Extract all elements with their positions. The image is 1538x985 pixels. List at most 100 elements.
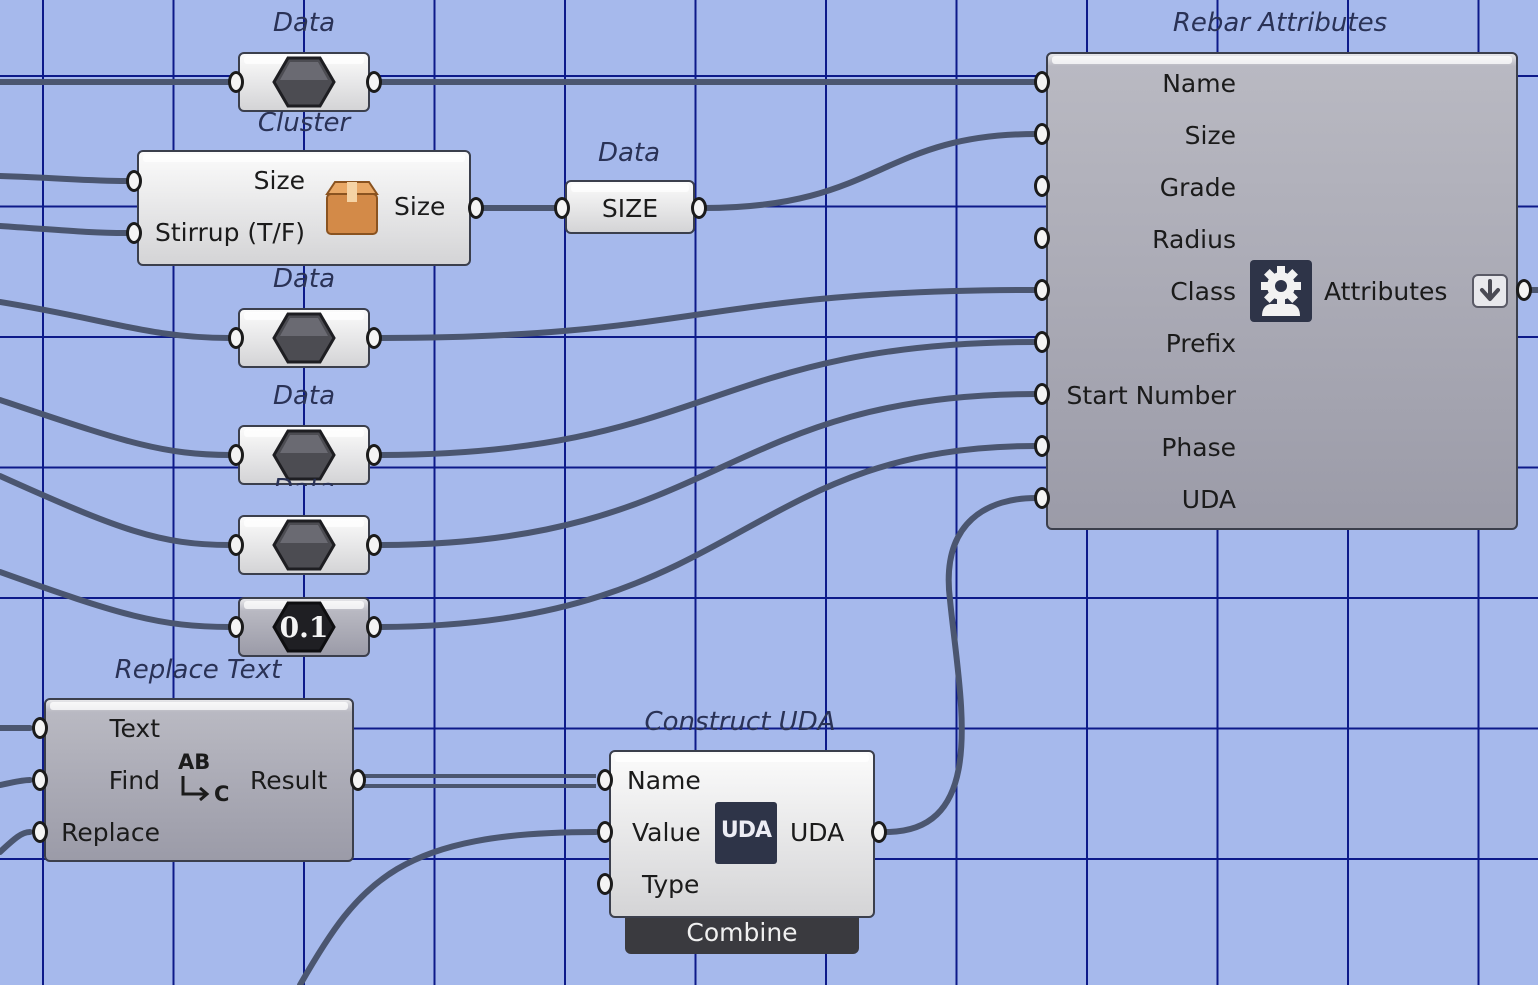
cluster-input-size-label: Size — [253, 166, 305, 195]
data-param-3-title: Data — [272, 381, 336, 411]
data-param-1[interactable] — [238, 52, 370, 112]
replace-output-result-port[interactable] — [350, 769, 366, 791]
rebar-input-radius-port[interactable] — [1034, 227, 1050, 249]
rebar-output-attributes-label: Attributes — [1324, 277, 1448, 306]
data-param-3-output-port[interactable] — [366, 444, 382, 466]
hexagon-icon — [272, 429, 336, 481]
rebar-input-grade-port[interactable] — [1034, 175, 1050, 197]
wire-in-data3 — [0, 397, 233, 458]
data-size-title: Data — [597, 138, 661, 168]
rebar-input-phase-port[interactable] — [1034, 435, 1050, 457]
wire-uda-rebar — [883, 495, 1039, 835]
data-param-1-title: Data — [272, 8, 336, 38]
cluster-input-size-port[interactable] — [126, 170, 142, 192]
rebar-input-class-label: Class — [1170, 277, 1236, 306]
hexagon-icon — [272, 56, 336, 108]
data-size-output-port[interactable] — [691, 197, 707, 219]
wire-in-find — [0, 777, 33, 788]
rebar-input-class-port[interactable] — [1034, 279, 1050, 301]
data-param-2[interactable] — [238, 308, 370, 368]
data-size-input-port[interactable] — [554, 197, 570, 219]
cluster-output-size-port[interactable] — [468, 197, 484, 219]
wire-in-value — [297, 829, 599, 985]
replace-output-result-label: Result — [250, 766, 328, 795]
rebar-input-size-port[interactable] — [1034, 123, 1050, 145]
data-param-3[interactable] — [238, 425, 370, 485]
replace-input-text-port[interactable] — [32, 717, 48, 739]
construct-uda-title: Construct UDA — [644, 707, 836, 737]
hexagon-icon — [272, 519, 336, 571]
cluster-title: Cluster — [257, 108, 351, 138]
wire-in-replace — [0, 829, 33, 855]
wire-data2-class — [375, 287, 1039, 341]
number-hexagon-icon: 0.1 — [272, 601, 336, 653]
number-param-input-port[interactable] — [228, 616, 244, 638]
uda-input-type-label: Type — [642, 870, 700, 899]
construct-uda-node[interactable]: Name Value Type UDA UDA — [609, 750, 875, 918]
data-param-2-input-port[interactable] — [228, 327, 244, 349]
wire-in-data4 — [0, 473, 233, 548]
replace-input-find-label: Find — [108, 766, 160, 795]
data-param-2-output-port[interactable] — [366, 327, 382, 349]
data-param-1-input-port[interactable] — [228, 71, 244, 93]
rebar-input-radius-label: Radius — [1152, 225, 1236, 254]
wire-in-number — [0, 569, 233, 630]
wire-in-cluster-size — [0, 173, 129, 184]
arrow-down-icon[interactable] — [1472, 274, 1508, 308]
rebar-input-grade-label: Grade — [1159, 173, 1236, 202]
cluster-input-stirrup-label: Stirrup (T/F) — [155, 218, 305, 247]
replace-input-replace-port[interactable] — [32, 821, 48, 843]
rebar-output-attributes-port[interactable] — [1516, 279, 1532, 301]
data-size-value: SIZE — [601, 194, 659, 223]
cluster-node[interactable]: Size Stirrup (T/F) Size — [137, 150, 471, 266]
replace-text-node[interactable]: Text Find Replace AB C Result — [44, 698, 354, 862]
uda-input-value-label: Value — [632, 818, 701, 847]
uda-icon: UDA — [715, 802, 777, 864]
rebar-input-prefix-label: Prefix — [1165, 329, 1236, 358]
number-param-output-port[interactable] — [366, 616, 382, 638]
replace-text-icon: AB C — [176, 750, 236, 810]
rebar-input-name-port[interactable] — [1034, 71, 1050, 93]
replace-icon-ab: AB — [178, 750, 211, 774]
construct-uda-mode-combine[interactable]: Combine — [625, 914, 859, 954]
uda-input-name-label: Name — [627, 766, 701, 795]
replace-arrow-icon — [181, 776, 210, 802]
uda-output-port[interactable] — [871, 821, 887, 843]
rebar-input-uda-port[interactable] — [1034, 487, 1050, 509]
uda-input-value-port[interactable] — [597, 821, 613, 843]
gear-person-icon — [1250, 260, 1312, 322]
data-size-param[interactable]: SIZE — [565, 180, 695, 234]
data-param-4-output-port[interactable] — [366, 534, 382, 556]
rebar-input-size-label: Size — [1184, 121, 1236, 150]
number-param[interactable]: 0.1 — [238, 597, 370, 657]
wire-in-data2 — [0, 299, 233, 341]
wire-in-cluster-stirrup — [0, 223, 129, 236]
rebar-input-uda-label: UDA — [1181, 485, 1236, 514]
wire-data3-prefix — [375, 339, 1039, 458]
data-param-4-title: Data — [272, 474, 336, 504]
data-param-3-input-port[interactable] — [228, 444, 244, 466]
rebar-input-prefix-port[interactable] — [1034, 331, 1050, 353]
package-box-icon — [325, 181, 379, 235]
wire-data4-start — [375, 391, 1039, 548]
wire-size-rebar — [701, 131, 1039, 211]
wire-number-phase — [375, 443, 1039, 630]
cluster-input-stirrup-port[interactable] — [126, 222, 142, 244]
rebar-attributes-title: Rebar Attributes — [1172, 8, 1388, 38]
rebar-input-name-label: Name — [1162, 69, 1236, 98]
rebar-input-start-number-port[interactable] — [1034, 383, 1050, 405]
data-param-1-output-port[interactable] — [366, 71, 382, 93]
replace-text-title: Replace Text — [114, 655, 282, 685]
cluster-output-size-label: Size — [394, 192, 446, 221]
data-param-2-title: Data — [272, 264, 336, 294]
uda-input-name-port[interactable] — [597, 769, 613, 791]
replace-input-text-label: Text — [109, 714, 160, 743]
replace-input-replace-label: Replace — [61, 818, 160, 847]
data-param-4-input-port[interactable] — [228, 534, 244, 556]
uda-input-type-port[interactable] — [597, 873, 613, 895]
rebar-attributes-node[interactable]: Name Size Grade Radius Class Prefix Star… — [1046, 52, 1518, 530]
replace-input-find-port[interactable] — [32, 769, 48, 791]
rebar-input-start-number-label: Start Number — [1066, 381, 1236, 410]
data-param-4[interactable] — [238, 515, 370, 575]
